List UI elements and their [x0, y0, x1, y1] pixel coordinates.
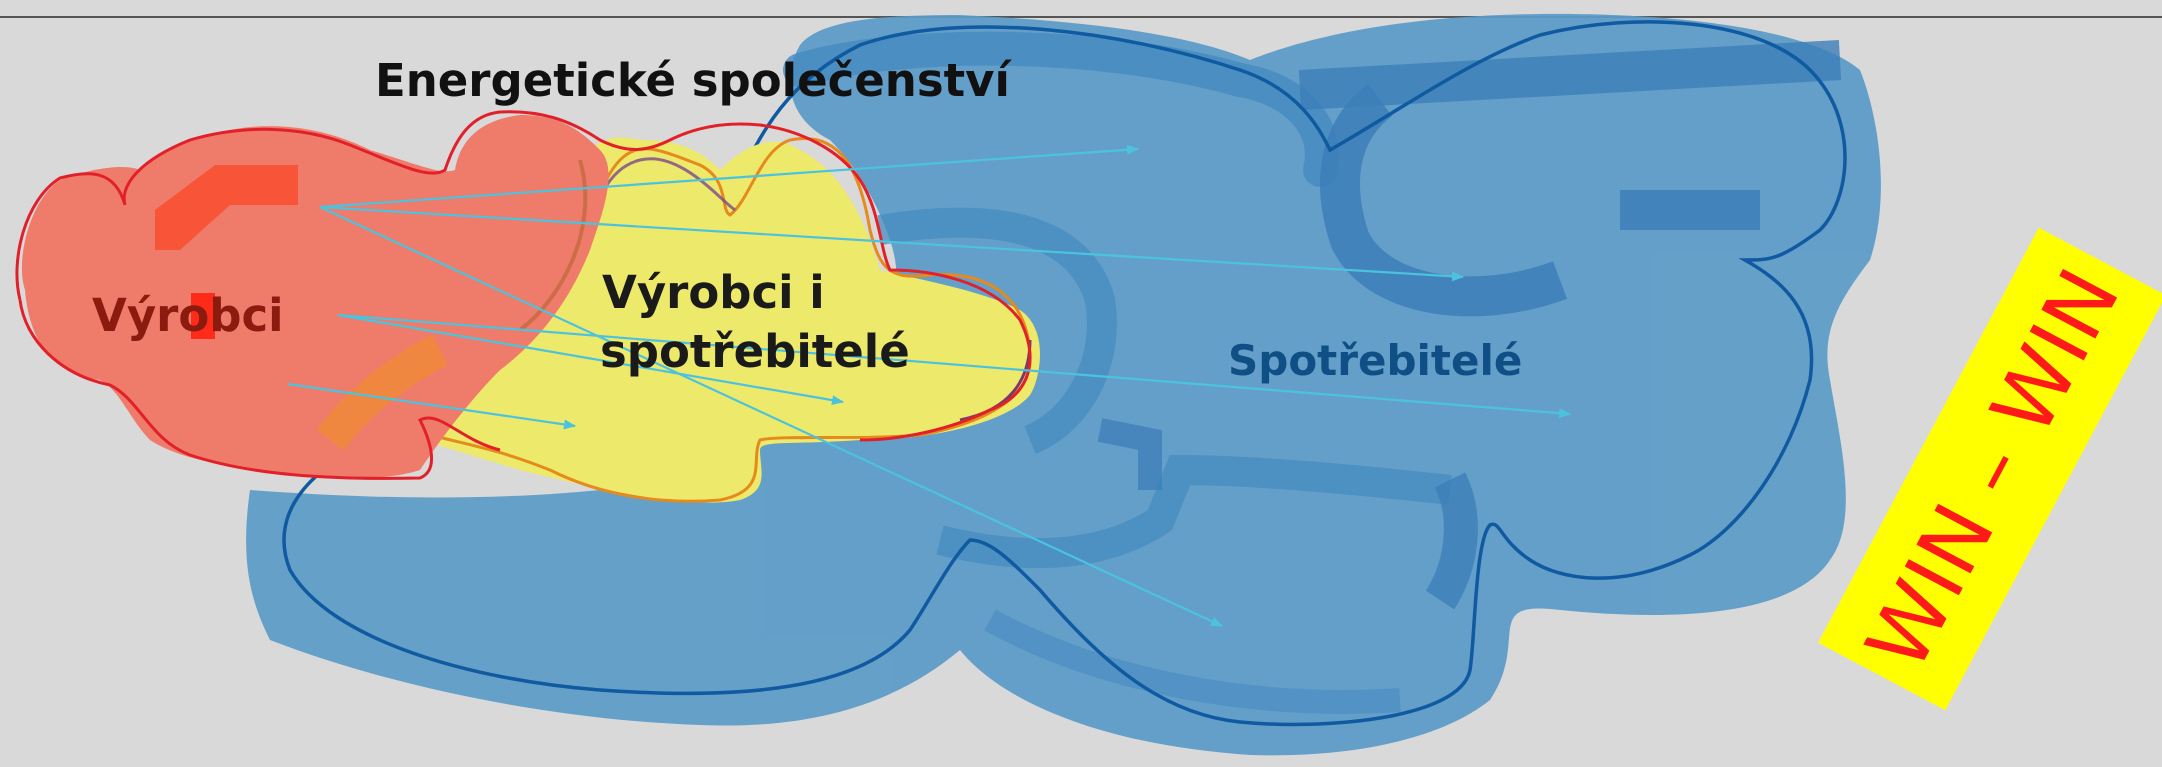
arrow-4 — [337, 313, 844, 406]
producers-outline — [15, 110, 1032, 442]
win-win-banner: WIN – WIN — [1818, 227, 2162, 711]
arrow-6 — [287, 382, 576, 430]
arrow-5 — [337, 313, 1571, 419]
brush-mark-icon — [155, 165, 298, 250]
diagram-title: Energetické společenství — [375, 54, 1012, 107]
arrow-2 — [319, 205, 1464, 282]
arrow-3 — [319, 206, 1223, 627]
banner-background — [1818, 227, 2162, 711]
prosumers-outline — [429, 137, 1032, 503]
producers-label: Výrobci — [92, 289, 284, 342]
consumers-label: Spotřebitelé — [1228, 336, 1522, 385]
prosumers-label-line2: spotřebitelé — [600, 325, 910, 378]
consumers-outline — [282, 20, 1847, 727]
highlight-mark — [191, 293, 215, 339]
flow-arrows — [287, 144, 1571, 627]
arrow-1 — [319, 144, 1139, 209]
prosumers-label-line1: Výrobci i — [602, 266, 825, 319]
